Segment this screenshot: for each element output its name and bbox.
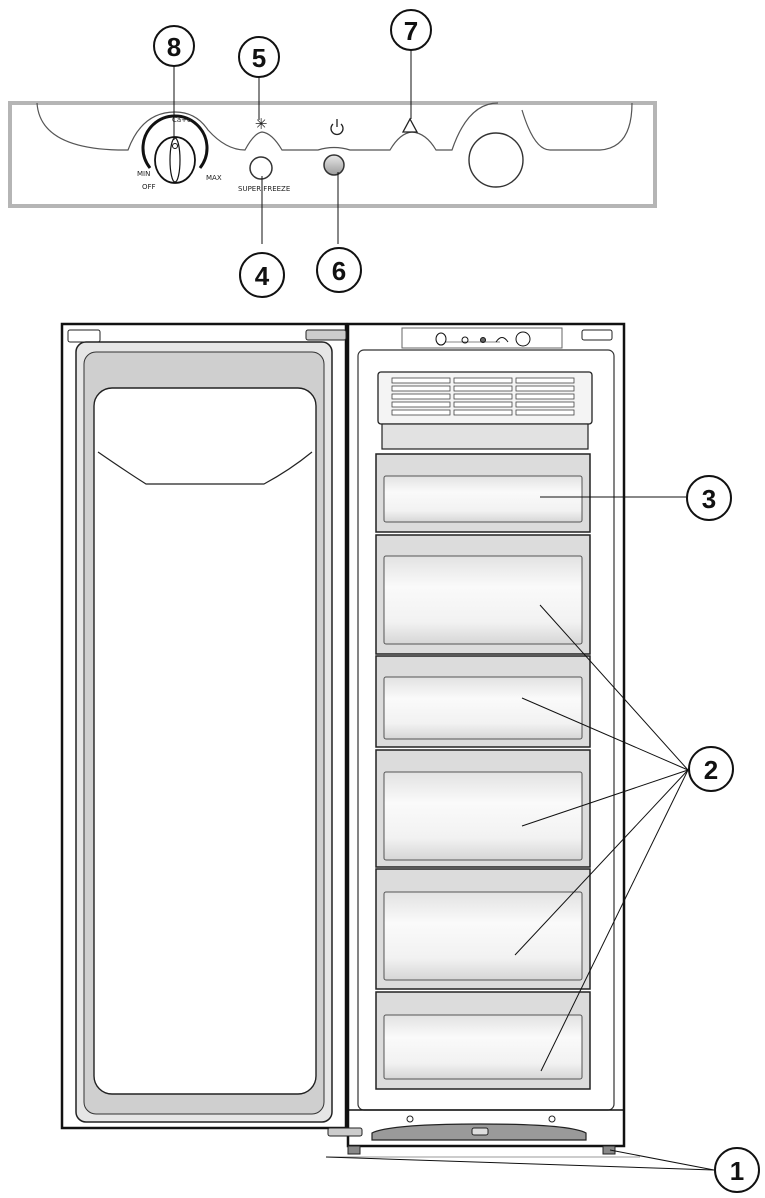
- super-freeze-control[interactable]: ✳ SUPER FREEZE: [238, 115, 290, 193]
- power-control[interactable]: [323, 119, 345, 176]
- panel-round-cap: [468, 132, 524, 188]
- callout-4: 4: [239, 252, 285, 298]
- power-icon: [330, 119, 344, 136]
- bottom-plinth: [348, 1109, 624, 1141]
- dial-mark-off: OFF: [142, 183, 156, 191]
- callout-8-number: 8: [167, 32, 181, 62]
- drawer-4[interactable]: [375, 749, 591, 868]
- dial-mark-top: Ca+o: [172, 116, 191, 124]
- callout-5-number: 5: [252, 43, 266, 73]
- drawer-5[interactable]: [375, 868, 591, 990]
- freezer-cabinet: [346, 322, 626, 1155]
- callout-2-number: 2: [704, 755, 718, 785]
- control-panel-contour-right: [521, 102, 633, 151]
- vent-grille: [377, 371, 593, 450]
- dial-mark-max: MAX: [206, 174, 222, 182]
- freezer-door: [60, 322, 363, 1137]
- control-panel: Ca+o MIN OFF MAX ✳ SUPER FREEZE: [8, 101, 657, 208]
- callout-3: 3: [686, 475, 732, 521]
- callout-3-number: 3: [702, 484, 716, 514]
- door-handle-slot-left: [67, 329, 101, 343]
- callout-1: 1: [714, 1147, 760, 1193]
- leader-lines: [173, 50, 715, 1171]
- door-panel: [93, 387, 317, 1095]
- warning-triangle-icon: [401, 117, 419, 133]
- dial-scale-arc: [141, 114, 209, 169]
- callout-2: 2: [688, 746, 734, 792]
- callout-6: 6: [316, 247, 362, 293]
- drawer-1[interactable]: [375, 453, 591, 533]
- dial-pointer: [172, 143, 178, 149]
- alarm-control: [401, 117, 419, 133]
- door-panel-curve: [97, 451, 313, 485]
- door-hinge-top: [305, 329, 347, 341]
- mini-control-panel: [401, 327, 563, 349]
- callout-4-number: 4: [255, 261, 270, 291]
- door-hinge-bottom: [327, 1127, 363, 1137]
- callout-7-number: 7: [404, 16, 418, 46]
- callout-5: 5: [238, 36, 280, 78]
- callout-6-number: 6: [332, 256, 346, 286]
- top-right-vent-slot: [581, 329, 613, 341]
- dial-knob-ridge: [169, 137, 181, 183]
- control-panel-contour: [36, 102, 499, 151]
- drawer-6[interactable]: [375, 991, 591, 1090]
- super-freeze-label: SUPER FREEZE: [238, 185, 290, 193]
- drawer-3[interactable]: [375, 655, 591, 748]
- dial-mark-min: MIN: [137, 170, 150, 178]
- snowflake-icon: ✳: [255, 115, 268, 133]
- callout-8: 8: [153, 25, 195, 67]
- adjustable-feet: [347, 1145, 616, 1155]
- thermostat-dial[interactable]: Ca+o MIN OFF MAX: [137, 114, 222, 191]
- super-freeze-button[interactable]: [249, 156, 273, 180]
- power-indicator-light[interactable]: [323, 154, 345, 176]
- drawer-2[interactable]: [375, 534, 591, 655]
- callout-7: 7: [390, 9, 432, 51]
- callout-1-number: 1: [730, 1156, 744, 1186]
